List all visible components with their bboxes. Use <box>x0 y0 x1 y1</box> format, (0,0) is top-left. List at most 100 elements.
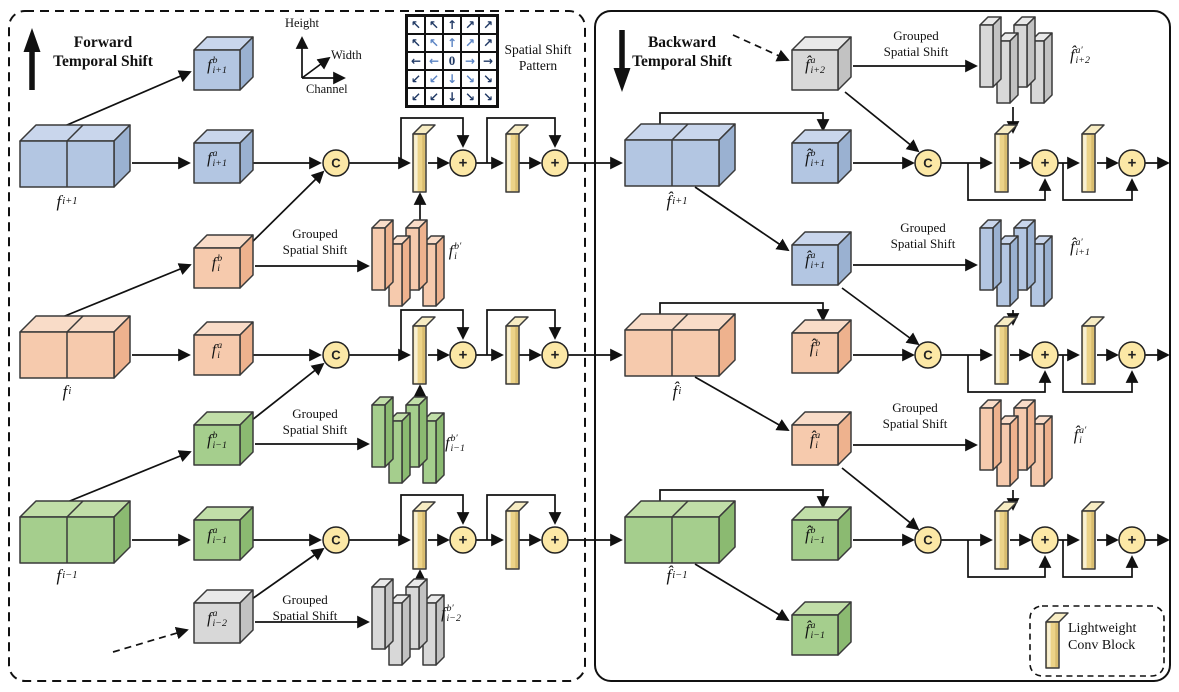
shifted-group-f-i-2-b-slab-0-side-face <box>384 578 394 650</box>
add-node-glyph: + <box>459 347 468 364</box>
lightweight-conv-block-highlight <box>1083 327 1087 383</box>
shifted-group-hat-f-i-a-slab-2-side-face <box>1026 399 1036 471</box>
label-h-i-ap: f̂a′i <box>1048 425 1112 447</box>
math-sub: i+1 <box>212 65 227 77</box>
shifted-group-hat-f-i+2-a-slab-3-side-face <box>1043 32 1053 104</box>
shifted-group-hat-f-i+2-a-slab-0-side-face <box>992 16 1002 88</box>
add-node <box>541 341 569 369</box>
cube-hat-f-i-1-a-front-face <box>791 614 839 656</box>
pattern-cell: ↑ <box>443 16 461 34</box>
shifted-group-f-i-1-b-slab-1-side-face <box>401 412 411 484</box>
feature-cuboid-hat-f-i-1-divider-top <box>671 500 689 518</box>
math-base: f <box>56 192 62 211</box>
pattern-cell: ← <box>407 52 425 70</box>
concat-node-glyph: C <box>923 156 933 171</box>
shifted-group-hat-f-i+1-a-slab-0-front-face <box>979 227 994 291</box>
arrow <box>59 70 192 129</box>
skip-connection-arrow <box>400 117 470 163</box>
math-scripts: a′i <box>1079 425 1086 447</box>
pattern-cell: ↙ <box>425 70 443 88</box>
lightweight-conv-block-shade <box>1091 512 1094 568</box>
grouped-spatial-shift-label: Grouped Spatial Shift <box>272 592 338 623</box>
cube-f-i-1-b-front-face <box>193 424 241 466</box>
pattern-cell: ↓ <box>443 70 461 88</box>
lightweight-conv-block-highlight <box>1083 135 1087 191</box>
add-node-glyph: + <box>1128 347 1137 364</box>
math-sub: i <box>678 386 682 398</box>
math-sub: i−1 <box>62 570 78 582</box>
legend-box-border <box>1029 605 1165 677</box>
label-h-i: f̂i <box>637 382 717 402</box>
lightweight-conv-block-highlight <box>414 327 418 383</box>
math-base: f̂ <box>666 566 672 585</box>
math-sup: a <box>815 430 821 441</box>
add-node-glyph: + <box>1128 532 1137 549</box>
backward-panel-title: Backward Temporal Shift <box>632 34 732 70</box>
pattern-cell: ↖ <box>425 16 443 34</box>
math-sup: b′ <box>446 603 454 614</box>
math-scripts: i+1 <box>62 196 77 207</box>
legend-conv-block-top-face <box>1045 612 1069 623</box>
add-node <box>1031 341 1059 369</box>
lightweight-conv-block-top-face <box>505 316 529 327</box>
pattern-cell: ↘ <box>461 70 479 88</box>
math-sub: i+1 <box>672 196 688 208</box>
concat-node-glyph: C <box>331 348 341 363</box>
arrow <box>59 263 192 319</box>
lightweight-conv-block-highlight <box>507 135 511 191</box>
arrow <box>694 376 790 431</box>
skip-connection-arrow <box>486 309 562 355</box>
math-sup: b <box>212 55 218 66</box>
lightweight-conv-block-highlight <box>996 512 1000 568</box>
math-base: f̂ <box>809 432 815 450</box>
pattern-cell: → <box>479 52 497 70</box>
math-sub: i−2 <box>446 613 461 625</box>
math-sup: a′ <box>1075 237 1083 248</box>
shifted-group-f-i-b-slab-2-side-face <box>418 219 428 291</box>
math-scripts: i+1 <box>672 196 687 207</box>
math-sub: i <box>1079 435 1082 447</box>
shifted-group-f-i-1-b-slab-2-side-face <box>418 396 428 468</box>
lightweight-conv-block-highlight <box>1083 512 1087 568</box>
cube-f-i-2-a-front-face <box>193 602 241 644</box>
feature-cuboid-hat-f-i+1-divider-top <box>671 123 689 141</box>
add-node-glyph: + <box>551 155 560 172</box>
pattern-cell: ↗ <box>461 16 479 34</box>
math-sub: i−1 <box>212 440 227 452</box>
math-sup: b′ <box>454 241 462 252</box>
math-sup: b <box>810 525 816 536</box>
math-base: f̂ <box>805 57 810 75</box>
axis-width-label: Width <box>331 48 362 62</box>
lightweight-conv-block-shade <box>515 327 518 383</box>
math-sub: i <box>68 386 72 398</box>
math-sub: i <box>217 263 221 275</box>
shifted-group-hat-f-i+1-a-slab-2-side-face <box>1026 219 1036 291</box>
forward-shift-arrowhead-icon <box>23 28 41 52</box>
lightweight-conv-block-top-face <box>412 316 436 327</box>
math-base: f <box>56 566 62 585</box>
math-sup: a <box>212 608 218 619</box>
dashed-input-arrow <box>112 626 189 653</box>
lightweight-conv-block-highlight <box>507 327 511 383</box>
math-sub: i−1 <box>810 535 825 547</box>
math-sub: i+2 <box>1075 55 1090 67</box>
skip-connection-arrow <box>486 117 562 163</box>
math-scripts: i−1 <box>62 570 77 581</box>
math-base: f <box>441 605 446 623</box>
axis-channel-label: Channel <box>306 82 348 96</box>
math-sub: i−2 <box>212 618 227 630</box>
add-node <box>449 341 477 369</box>
